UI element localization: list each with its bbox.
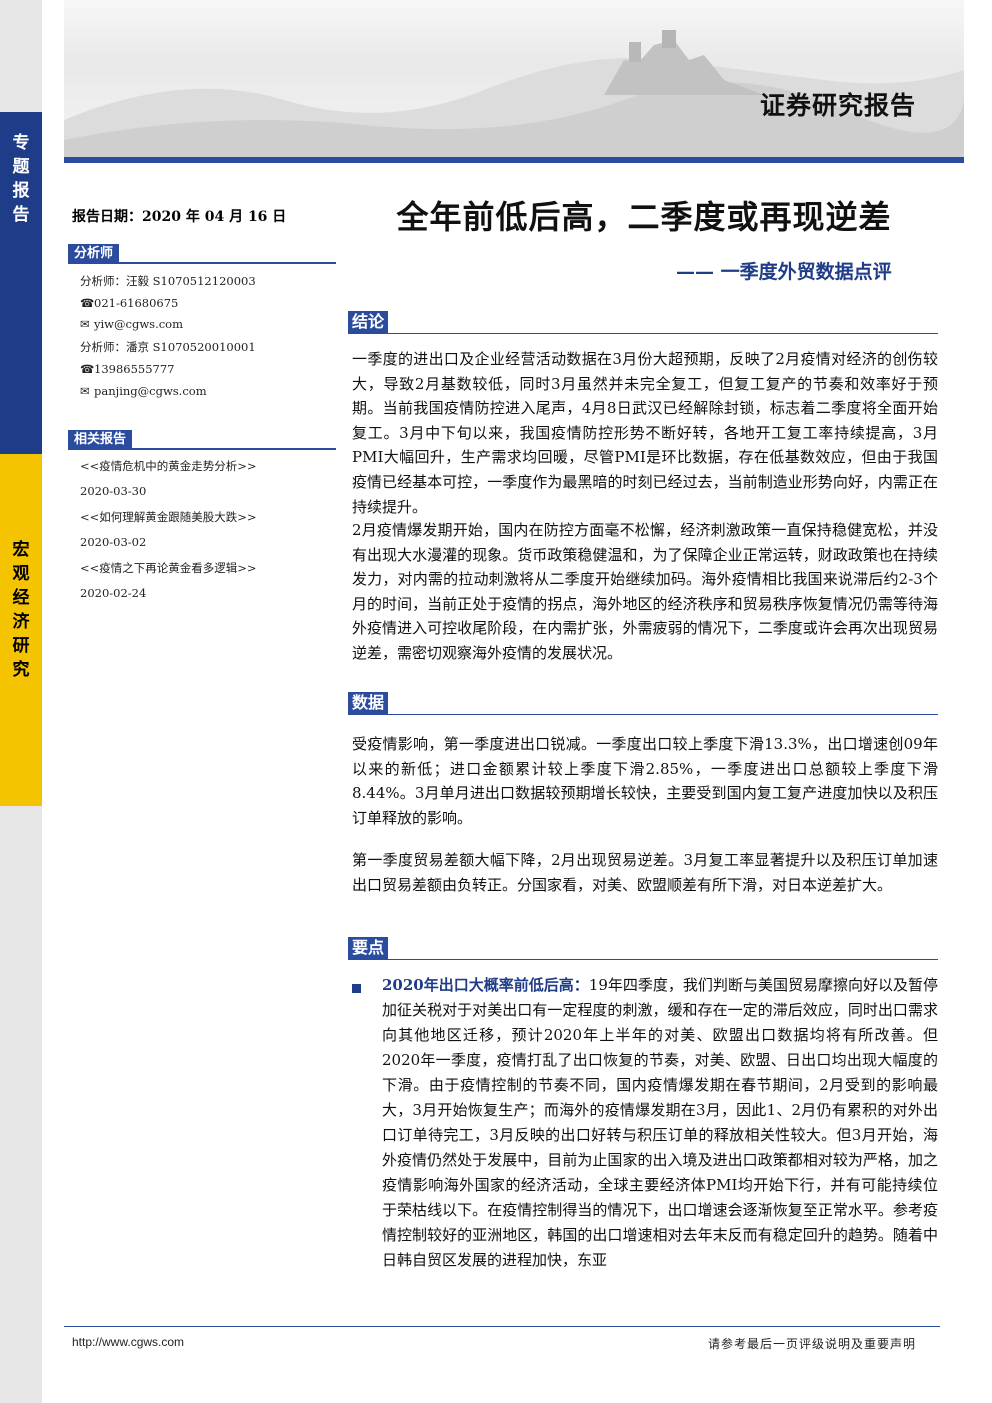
phone-icon: ☎ bbox=[80, 296, 95, 310]
analyst-heading-label: 分析师 bbox=[68, 244, 120, 264]
related-report-title[interactable]: <<如何理解黄金跟随美股大跌>> bbox=[80, 510, 257, 524]
vertical-label-char: 经 bbox=[12, 588, 30, 608]
data-paragraph: 受疫情影响，第一季度进出口锐减。一季度出口较上季度下滑13.3%，出口增速创09… bbox=[352, 735, 938, 827]
mail-icon: ✉ bbox=[80, 317, 90, 331]
vertical-label-char: 究 bbox=[12, 660, 30, 680]
report-subtitle: —— 一季度外贸数据点评 bbox=[676, 261, 892, 283]
report-category-vertical: 专题报告 bbox=[0, 131, 42, 227]
phone-icon: ☎ bbox=[80, 362, 95, 376]
analyst-line: 分析师：汪毅 S1070512120003 bbox=[80, 274, 256, 288]
related-report-title[interactable]: <<疫情之下再论黄金看多逻辑>> bbox=[80, 561, 257, 575]
analyst-line: 分析师：潘京 S1070520010001 bbox=[80, 340, 256, 354]
vertical-label-char: 研 bbox=[12, 636, 30, 656]
analyst-email-text[interactable]: yiw@cgws.com bbox=[94, 317, 183, 331]
stripe-yellow-band bbox=[0, 454, 42, 806]
key-point-body: 19年四季度，我们判断与美国贸易摩擦向好以及暂停加征关税对于对美出口有一定程度的… bbox=[382, 976, 939, 1269]
analyst-phone: ☎13986555777 bbox=[80, 362, 174, 376]
footer-disclaimer-note: 请参考最后一页评级说明及重要声明 bbox=[708, 1337, 917, 1351]
footer-divider bbox=[64, 1326, 940, 1327]
conclusion-heading: 结论 bbox=[348, 311, 938, 334]
key-point-lead: 2020年出口大概率前低后高： bbox=[382, 976, 589, 994]
bullet-square-icon bbox=[352, 984, 361, 993]
research-category-vertical: 宏观经济研究 bbox=[0, 538, 42, 682]
related-report-date: 2020-02-24 bbox=[80, 586, 147, 600]
mail-icon: ✉ bbox=[80, 384, 90, 398]
report-date: 报告日期：2020 年 04 月 16 日 bbox=[72, 209, 287, 225]
related-report-date: 2020-03-02 bbox=[80, 535, 147, 549]
related-reports-heading: 相关报告 bbox=[68, 428, 336, 450]
report-title: 全年前低后高，二季度或再现逆差 bbox=[396, 198, 892, 236]
vertical-label-char: 题 bbox=[12, 157, 30, 177]
analyst-email-text[interactable]: panjing@cgws.com bbox=[94, 384, 207, 398]
header-divider bbox=[64, 157, 964, 163]
analyst-phone-text: 13986555777 bbox=[94, 362, 175, 376]
data-heading: 数据 bbox=[348, 692, 938, 715]
stripe-top-band bbox=[0, 112, 42, 454]
conclusion-paragraph: 2月疫情爆发期开始，国内在防控方面毫不松懈，经济刺激政策一直保持稳健宽松，并没有… bbox=[352, 521, 938, 662]
analyst-phone-text: 021-61680675 bbox=[94, 296, 179, 310]
report-type-label: 证券研究报告 bbox=[760, 91, 917, 120]
related-report-date: 2020-03-30 bbox=[80, 484, 147, 498]
data-paragraph: 第一季度贸易差额大幅下降，2月出现贸易逆差。3月复工率显著提升以及积压订单加速出… bbox=[352, 851, 938, 894]
key-point-paragraph: 2020年出口大概率前低后高：19年四季度，我们判断与美国贸易摩擦向好以及暂停加… bbox=[382, 973, 938, 1273]
related-report-title[interactable]: <<疫情危机中的黄金走势分析>> bbox=[80, 459, 257, 473]
data-heading-label: 数据 bbox=[348, 692, 389, 714]
vertical-label-char: 济 bbox=[12, 612, 30, 632]
key-points-heading-label: 要点 bbox=[348, 937, 389, 959]
vertical-label-char: 专 bbox=[12, 133, 30, 153]
vertical-label-char: 观 bbox=[12, 564, 30, 584]
vertical-label-char: 告 bbox=[12, 205, 30, 225]
analyst-email[interactable]: ✉ yiw@cgws.com bbox=[80, 317, 183, 331]
analyst-phone: ☎021-61680675 bbox=[80, 296, 178, 310]
key-points-heading: 要点 bbox=[348, 937, 938, 960]
conclusion-heading-label: 结论 bbox=[348, 311, 389, 333]
conclusion-paragraph: 一季度的进出口及企业经营活动数据在3月份大超预期，反映了2月疫情对经济的创伤较大… bbox=[352, 350, 938, 516]
vertical-label-char: 宏 bbox=[12, 540, 30, 560]
analyst-email[interactable]: ✉ panjing@cgws.com bbox=[80, 384, 207, 398]
great-wall-image bbox=[64, 30, 964, 158]
footer-website-link[interactable]: http://www.cgws.com bbox=[72, 1335, 185, 1349]
vertical-label-char: 报 bbox=[12, 181, 30, 201]
analyst-section-heading: 分析师 bbox=[68, 242, 336, 264]
related-heading-label: 相关报告 bbox=[68, 430, 133, 450]
